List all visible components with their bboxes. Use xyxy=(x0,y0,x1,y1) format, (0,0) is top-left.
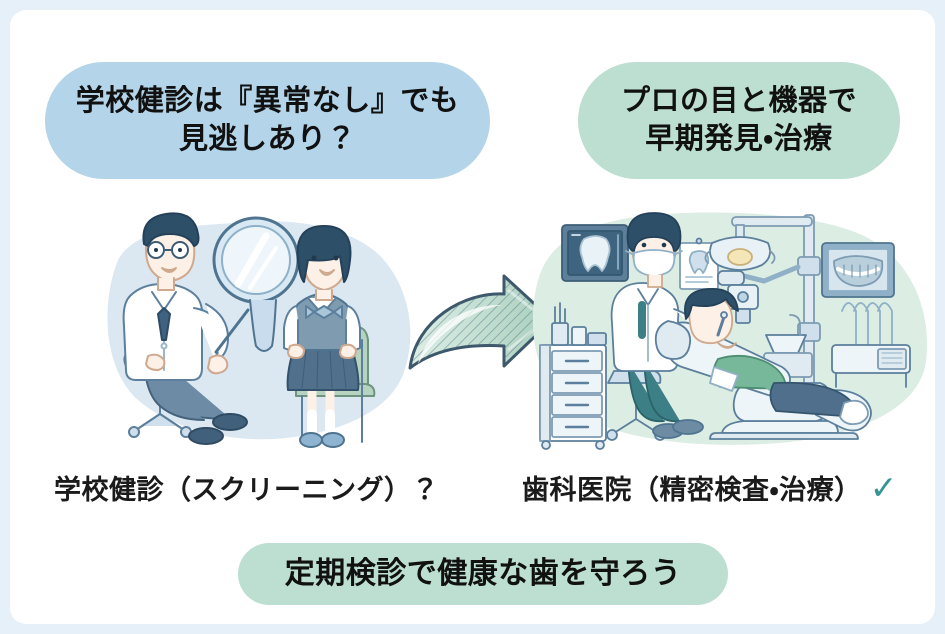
doctor-coat xyxy=(122,283,229,381)
illustration-school-checkup xyxy=(90,200,420,460)
girl-uniform xyxy=(283,293,361,359)
doctor-head xyxy=(142,212,200,291)
panoramic-xray-monitor xyxy=(811,242,895,298)
dental-light xyxy=(704,224,776,271)
instrument-cabinet xyxy=(539,302,607,450)
sink xyxy=(763,314,813,378)
school-checkup-svg xyxy=(107,212,411,448)
caption-left: 学校健診（スクリーニング）？ xyxy=(54,468,439,507)
infographic-card: 学校健診は『異常なし』でも 見逃しあり？ プロの目と機器で 早期発見・治療 xyxy=(10,10,935,624)
tool-tray xyxy=(831,302,911,388)
tooth-xray-panel xyxy=(561,224,629,282)
patient-figure xyxy=(684,288,869,426)
caption-right: 歯科医院（精密検査・治療） ✓ xyxy=(522,468,898,507)
check-icon: ✓ xyxy=(869,469,898,506)
caption-right-text: 歯科医院（精密検査・治療） xyxy=(522,475,862,505)
girl-head xyxy=(296,225,352,301)
dental-clinic-svg xyxy=(532,212,927,450)
banner-right: プロの目と機器で 早期発見・治療 xyxy=(578,62,900,179)
caption-left-text: 学校健診（スクリーニング）？ xyxy=(54,475,439,505)
banner-left: 学校健診は『異常なし』でも 見逃しあり？ xyxy=(45,62,490,179)
illustration-dental-clinic xyxy=(522,195,932,460)
dental-handpiece xyxy=(716,311,728,337)
banner-bottom: 定期検診で健康な歯を守ろう xyxy=(238,543,728,605)
girl-legs xyxy=(299,383,345,448)
